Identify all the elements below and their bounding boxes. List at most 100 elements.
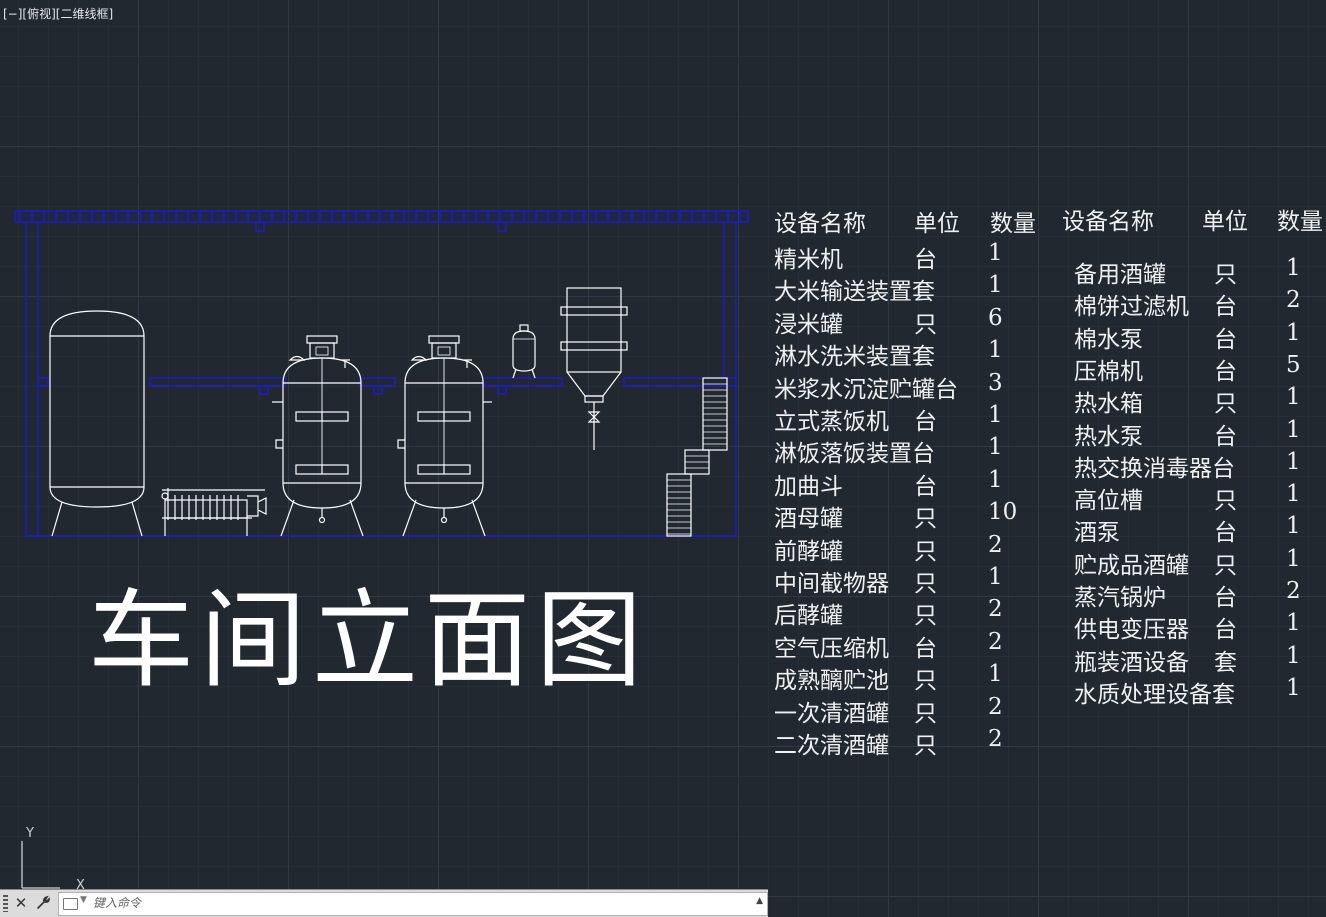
- cell-name: 后酵罐: [774, 603, 843, 630]
- cell-name: 高位槽: [1074, 488, 1143, 515]
- cell-unit: 只: [914, 571, 937, 597]
- workshop-structure: [14, 210, 749, 537]
- filter-press: [161, 488, 267, 536]
- staircase: [666, 377, 728, 537]
- roof-truss-ticks: [19, 211, 741, 222]
- cell-unit: 只: [914, 668, 937, 695]
- chevron-up-icon[interactable]: ▲: [756, 896, 763, 906]
- cell-name: 前酵罐: [774, 538, 843, 565]
- cell-name: 贮成品酒罐: [1074, 552, 1189, 579]
- close-icon[interactable]: ✕: [14, 894, 28, 912]
- chevron-down-icon[interactable]: ▼: [80, 895, 87, 905]
- cell-qty: 1: [1286, 255, 1301, 281]
- cell-qty: 1: [1286, 319, 1301, 346]
- cell-qty: 2: [988, 726, 1003, 752]
- cell-unit: 台: [914, 473, 937, 500]
- cell-qty: 1: [1286, 545, 1301, 572]
- cell-qty: 1: [988, 240, 1003, 266]
- column-header-qty: 数量: [1277, 209, 1323, 235]
- cell-qty: 10: [988, 499, 1018, 526]
- cell-qty: 1: [988, 337, 1003, 364]
- cell-unit: 台: [1214, 617, 1237, 644]
- command-line-grip[interactable]: [3, 895, 8, 912]
- cell-unit: 台: [914, 635, 937, 662]
- cell-qty: 1: [988, 661, 1003, 688]
- cell-unit: 台: [1214, 520, 1237, 547]
- drawing-title: 车间立面图: [88, 579, 648, 702]
- cell-name: 淋水洗米装置套: [774, 344, 935, 371]
- cell-qty: 2: [988, 628, 1003, 655]
- cell-unit: 台: [914, 247, 937, 273]
- stair-steps: [667, 383, 727, 535]
- cell-qty: 1: [1286, 610, 1301, 637]
- cell-qty: 2: [988, 531, 1003, 558]
- fermentation-tank-1: [272, 335, 364, 537]
- ucs-y-label: Y: [25, 826, 34, 841]
- cell-name: 水质处理设备套: [1074, 681, 1235, 708]
- cell-qty: 3: [988, 369, 1003, 396]
- cell-name: 瓶装酒设备: [1074, 649, 1189, 676]
- cell-unit: 只: [1214, 391, 1237, 418]
- viewport-controls-label[interactable]: [−][俯视][二维线框]: [3, 7, 114, 21]
- cell-unit: 只: [914, 506, 937, 533]
- cell-unit: 只: [1214, 262, 1237, 288]
- cell-name: 酒泵: [1074, 520, 1120, 547]
- fermentation-tank-2: [397, 335, 492, 537]
- cell-qty: 1: [1286, 674, 1301, 701]
- command-input[interactable]: [93, 893, 733, 913]
- cell-qty: 5: [1286, 351, 1301, 378]
- cell-name: 热交换消毒器台: [1074, 455, 1235, 482]
- cell-unit: 只: [914, 603, 937, 630]
- cell-unit: 只: [914, 700, 937, 727]
- cell-name: 二次清酒罐: [774, 733, 889, 759]
- cell-unit: 台: [1214, 423, 1237, 450]
- cell-name: 立式蒸饭机: [774, 409, 889, 435]
- cell-name: 大米输送装置套: [774, 279, 935, 306]
- cell-qty: 2: [1286, 287, 1301, 314]
- cell-name: 加曲斗: [774, 473, 843, 500]
- cell-qty: 1: [1286, 384, 1301, 411]
- cell-qty: 2: [988, 693, 1003, 720]
- cell-name: 淋饭落饭装置台: [774, 441, 935, 468]
- cell-qty: 1: [1286, 513, 1301, 540]
- storage-tank: [49, 310, 145, 537]
- wrench-icon[interactable]: [33, 893, 53, 913]
- cell-unit: 台: [914, 409, 937, 435]
- command-prompt-icon[interactable]: [63, 898, 78, 910]
- command-line-bar: ✕ ▼ ▲: [0, 889, 768, 917]
- cell-unit: 台: [1214, 358, 1237, 385]
- hopper-bin: [560, 287, 628, 450]
- cell-name: 棉水泵: [1074, 326, 1143, 353]
- cell-qty: 2: [988, 596, 1003, 623]
- cell-unit: 台: [1214, 585, 1237, 611]
- cell-qty: 1: [988, 272, 1003, 299]
- cell-unit: 只: [914, 538, 937, 565]
- ucs-icon: [21, 841, 60, 889]
- cell-unit: 套: [1214, 649, 1237, 676]
- column-header-name: 设备名称: [774, 211, 866, 237]
- column-header-name: 设备名称: [1062, 209, 1154, 235]
- column-header-qty: 数量: [990, 211, 1036, 237]
- cell-qty: 1: [1286, 481, 1301, 508]
- small-pressure-vessel: [512, 324, 536, 379]
- cell-name: 一次清酒罐: [774, 700, 889, 727]
- cell-unit: 只: [1214, 552, 1237, 579]
- cell-qty: 1: [988, 402, 1003, 428]
- cell-name: 备用酒罐: [1074, 262, 1166, 288]
- cell-unit: 台: [1214, 294, 1237, 321]
- cell-qty: 1: [988, 564, 1003, 590]
- ucs-x-label: X: [76, 878, 85, 893]
- cell-unit: 只: [914, 733, 937, 759]
- cell-name: 中间截物器: [774, 571, 889, 597]
- command-input-container: ▼ ▲: [58, 892, 768, 916]
- cell-name: 空气压缩机: [774, 635, 889, 662]
- cell-name: 热水箱: [1074, 391, 1143, 418]
- cell-name: 成熟醨贮池: [774, 668, 889, 695]
- cell-name: 棉饼过滤机: [1074, 294, 1189, 321]
- cell-unit: 只: [1214, 488, 1237, 515]
- column-header-unit: 单位: [1202, 209, 1248, 235]
- cell-qty: 2: [1286, 578, 1301, 604]
- cell-qty: 1: [1286, 642, 1301, 669]
- cell-qty: 6: [988, 304, 1003, 331]
